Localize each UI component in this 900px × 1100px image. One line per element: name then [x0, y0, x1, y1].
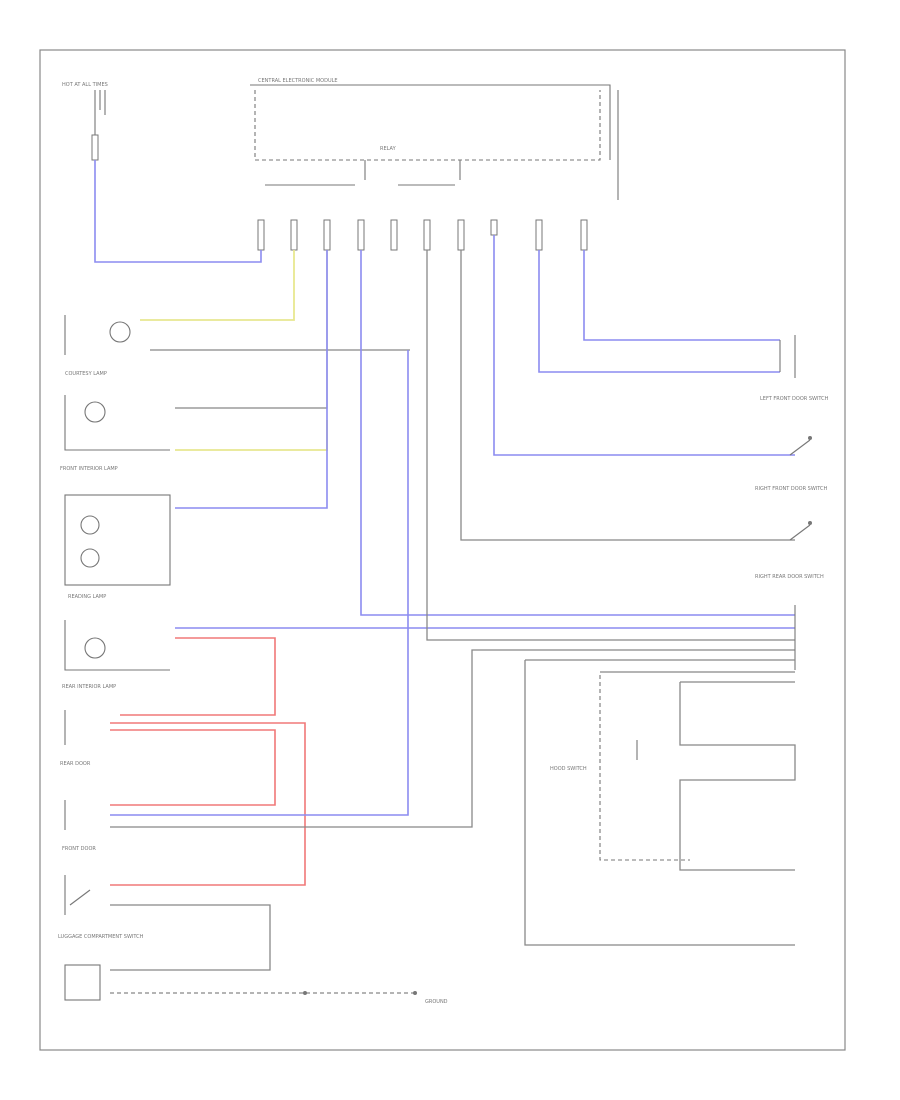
central-module-label: CENTRAL ELECTRONIC MODULE — [258, 78, 338, 84]
wire-module-9 — [538, 250, 780, 373]
luggage-switch-label: LUGGAGE COMPARTMENT SWITCH — [58, 934, 144, 940]
lf-door-switch: LEFT FRONT DOOR SWITCH — [760, 335, 829, 402]
wire-module-10 — [583, 250, 780, 341]
reading-lamp: READING LAMP — [64, 250, 328, 600]
wire-module-7 — [460, 250, 795, 541]
wire-module-8 — [493, 235, 795, 456]
rear-door-switch: RIGHT REAR DOOR SWITCH — [755, 521, 824, 580]
rear-door: REAR DOOR — [60, 710, 306, 886]
wire-hot-fuse — [94, 160, 262, 263]
diagram-frame — [39, 49, 846, 1051]
luggage-compartment-switch: LUGGAGE COMPARTMENT SWITCH — [58, 875, 271, 971]
front-interior-lamp: FRONT INTERIOR LAMP — [60, 250, 328, 472]
hood-switch-area: HOOD SWITCH — [524, 660, 796, 946]
front-door: FRONT DOOR — [62, 350, 795, 852]
multi-connector-right — [525, 605, 796, 683]
ground-point: GROUND — [64, 964, 448, 1005]
ground-label: GROUND — [425, 999, 448, 1005]
reading-lamp-label: READING LAMP — [68, 594, 106, 600]
rear-interior-lamp-label: REAR INTERIOR LAMP — [62, 684, 116, 690]
rf-door-switch-label: RIGHT FRONT DOOR SWITCH — [755, 486, 828, 492]
courtesy-lamp: COURTESY LAMP — [64, 250, 410, 377]
central-module: CENTRAL ELECTRONIC MODULE RELAY — [250, 78, 619, 200]
rear-interior-lamp: REAR INTERIOR LAMP — [62, 620, 795, 716]
wire-module-6 — [426, 250, 795, 641]
hood-switch-label: HOOD SWITCH — [550, 766, 587, 772]
rear-door-label: REAR DOOR — [60, 761, 91, 767]
courtesy-lamp-label: COURTESY LAMP — [65, 371, 107, 377]
rf-door-switch: RIGHT FRONT DOOR SWITCH — [755, 436, 828, 492]
connector-row — [257, 219, 588, 251]
wire-module-4 — [360, 250, 795, 616]
lf-door-switch-label: LEFT FRONT DOOR SWITCH — [760, 396, 829, 402]
hot-fuse-block: HOT AT ALL TIMES — [62, 82, 108, 161]
rear-door-switch-label: RIGHT REAR DOOR SWITCH — [755, 574, 824, 580]
relay-label: RELAY — [380, 146, 397, 152]
front-interior-lamp-label: FRONT INTERIOR LAMP — [60, 466, 118, 472]
front-door-label: FRONT DOOR — [62, 846, 96, 852]
hot-fuse-label: HOT AT ALL TIMES — [62, 82, 108, 88]
